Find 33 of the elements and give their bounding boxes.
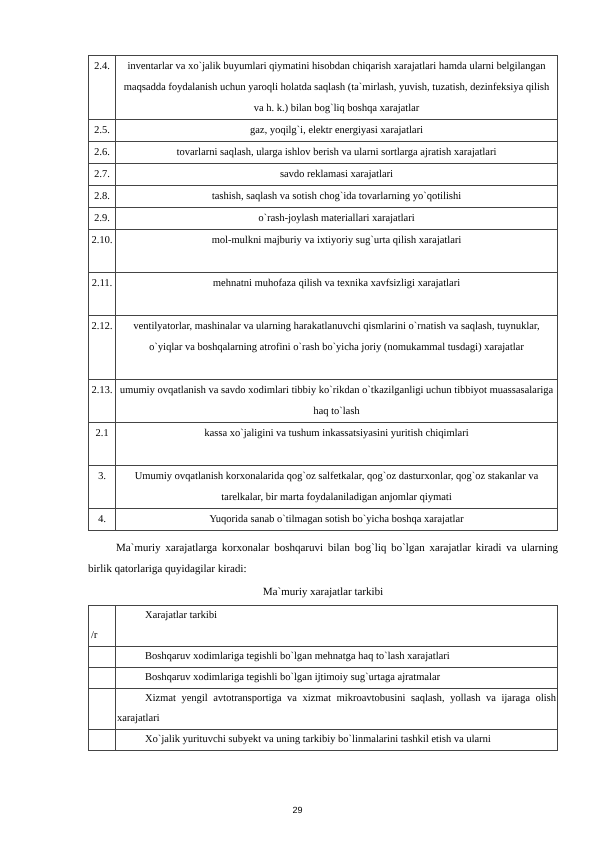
body-paragraph: Ma`muriy xarajatlarga korxonalar boshqaruvi bilan bog`liq bo`lgan xarajatlar kiradi va ularning birlik qatorlariga quyidagilar kiradi: bbox=[88, 541, 558, 577]
table-cell: 2.6. bbox=[88, 142, 116, 164]
table-cell: 2.4. bbox=[88, 56, 116, 120]
table-cell: Yuqorida sanab o`tilmagan sotish bo`yicha boshqa xarajatlar bbox=[116, 508, 558, 530]
table-cell: Xo`jalik yurituvchi subyekt va uning tarkibiy bo`linmalarini tashkil etish va ularni bbox=[116, 730, 558, 750]
table-cell: 2.1 bbox=[88, 422, 116, 466]
table-cell: tashish, saqlash va sotish chog`ida tovarlarning yo`qotilishi bbox=[116, 186, 558, 208]
table-cell: 2.10. bbox=[88, 230, 116, 272]
table-cell: 2.9. bbox=[88, 208, 116, 230]
table-cell: 4. bbox=[88, 508, 116, 530]
table-cell: 2.12. bbox=[88, 316, 116, 380]
table-caption: Ma`muriy xarajatlar tarkibi bbox=[262, 585, 384, 600]
table-cell: Xarajatlar tarkibi bbox=[116, 606, 558, 646]
table-cell: ventilyatorlar, mashinalar va ularning harakatlanuvchi qismlarini o`rnatish va saqlash, tuynuklar, o`yiqlar va boshqalarning atrofini o`rash bo`yicha joriy (nomukammal tusdagi) xarajatlar bbox=[116, 316, 558, 380]
table-cell: mol-mulkni majburiy va ixtiyoriy sug`urta qilish xarajatlari bbox=[116, 230, 558, 272]
table-cell: 2.5. bbox=[88, 120, 116, 142]
table-cell: 2.8. bbox=[88, 186, 116, 208]
table-cell: 2.7. bbox=[88, 164, 116, 186]
table-cell: o`rash-joylash materiallari xarajatlari bbox=[116, 208, 558, 230]
table-cell: gaz, yoqilg`i, elektr energiyasi xarajatlari bbox=[116, 120, 558, 142]
table-cell: Umumiy ovqatlanish korxonalarida qog`oz salfetkalar, qog`oz dasturxonlar, qog`oz stakanlar va tarelkalar, bir marta foydalaniladigan anjomlar qiymati bbox=[116, 466, 558, 508]
table-cell: Boshqaruv xodimlariga tegishli bo`lgan mehnatga haq to`lash xarajatlari bbox=[116, 646, 558, 668]
table-cell: Boshqaruv xodimlariga tegishli bo`lgan ijtimoiy sug`urtaga ajratmalar bbox=[116, 668, 558, 688]
table-cell: 3. bbox=[88, 466, 116, 508]
table-cell: 2.13. bbox=[88, 380, 116, 422]
table-cell: /r bbox=[88, 606, 116, 646]
table-cell: kassa xo`jaligini va tushum inkassatsiyasini yuritish chiqimlari bbox=[116, 422, 558, 466]
page-number: 29 bbox=[291, 804, 304, 817]
table-cell: mehnatni muhofaza qilish va texnika xavfsizligi xarajatlari bbox=[116, 272, 558, 316]
table-cell: tovarlarni saqlash, ularga ishlov berish va ularni sortlarga ajratish xarajatlari bbox=[116, 142, 558, 164]
table-cell: 2.11. bbox=[88, 272, 116, 316]
table-cell: Xizmat yengil avtotransportiga va xizmat mikroavtobusini saqlash, yollash va ijaraga olish xarajatlari bbox=[116, 688, 558, 730]
table-cell: savdo reklamasi xarajatlari bbox=[116, 164, 558, 186]
